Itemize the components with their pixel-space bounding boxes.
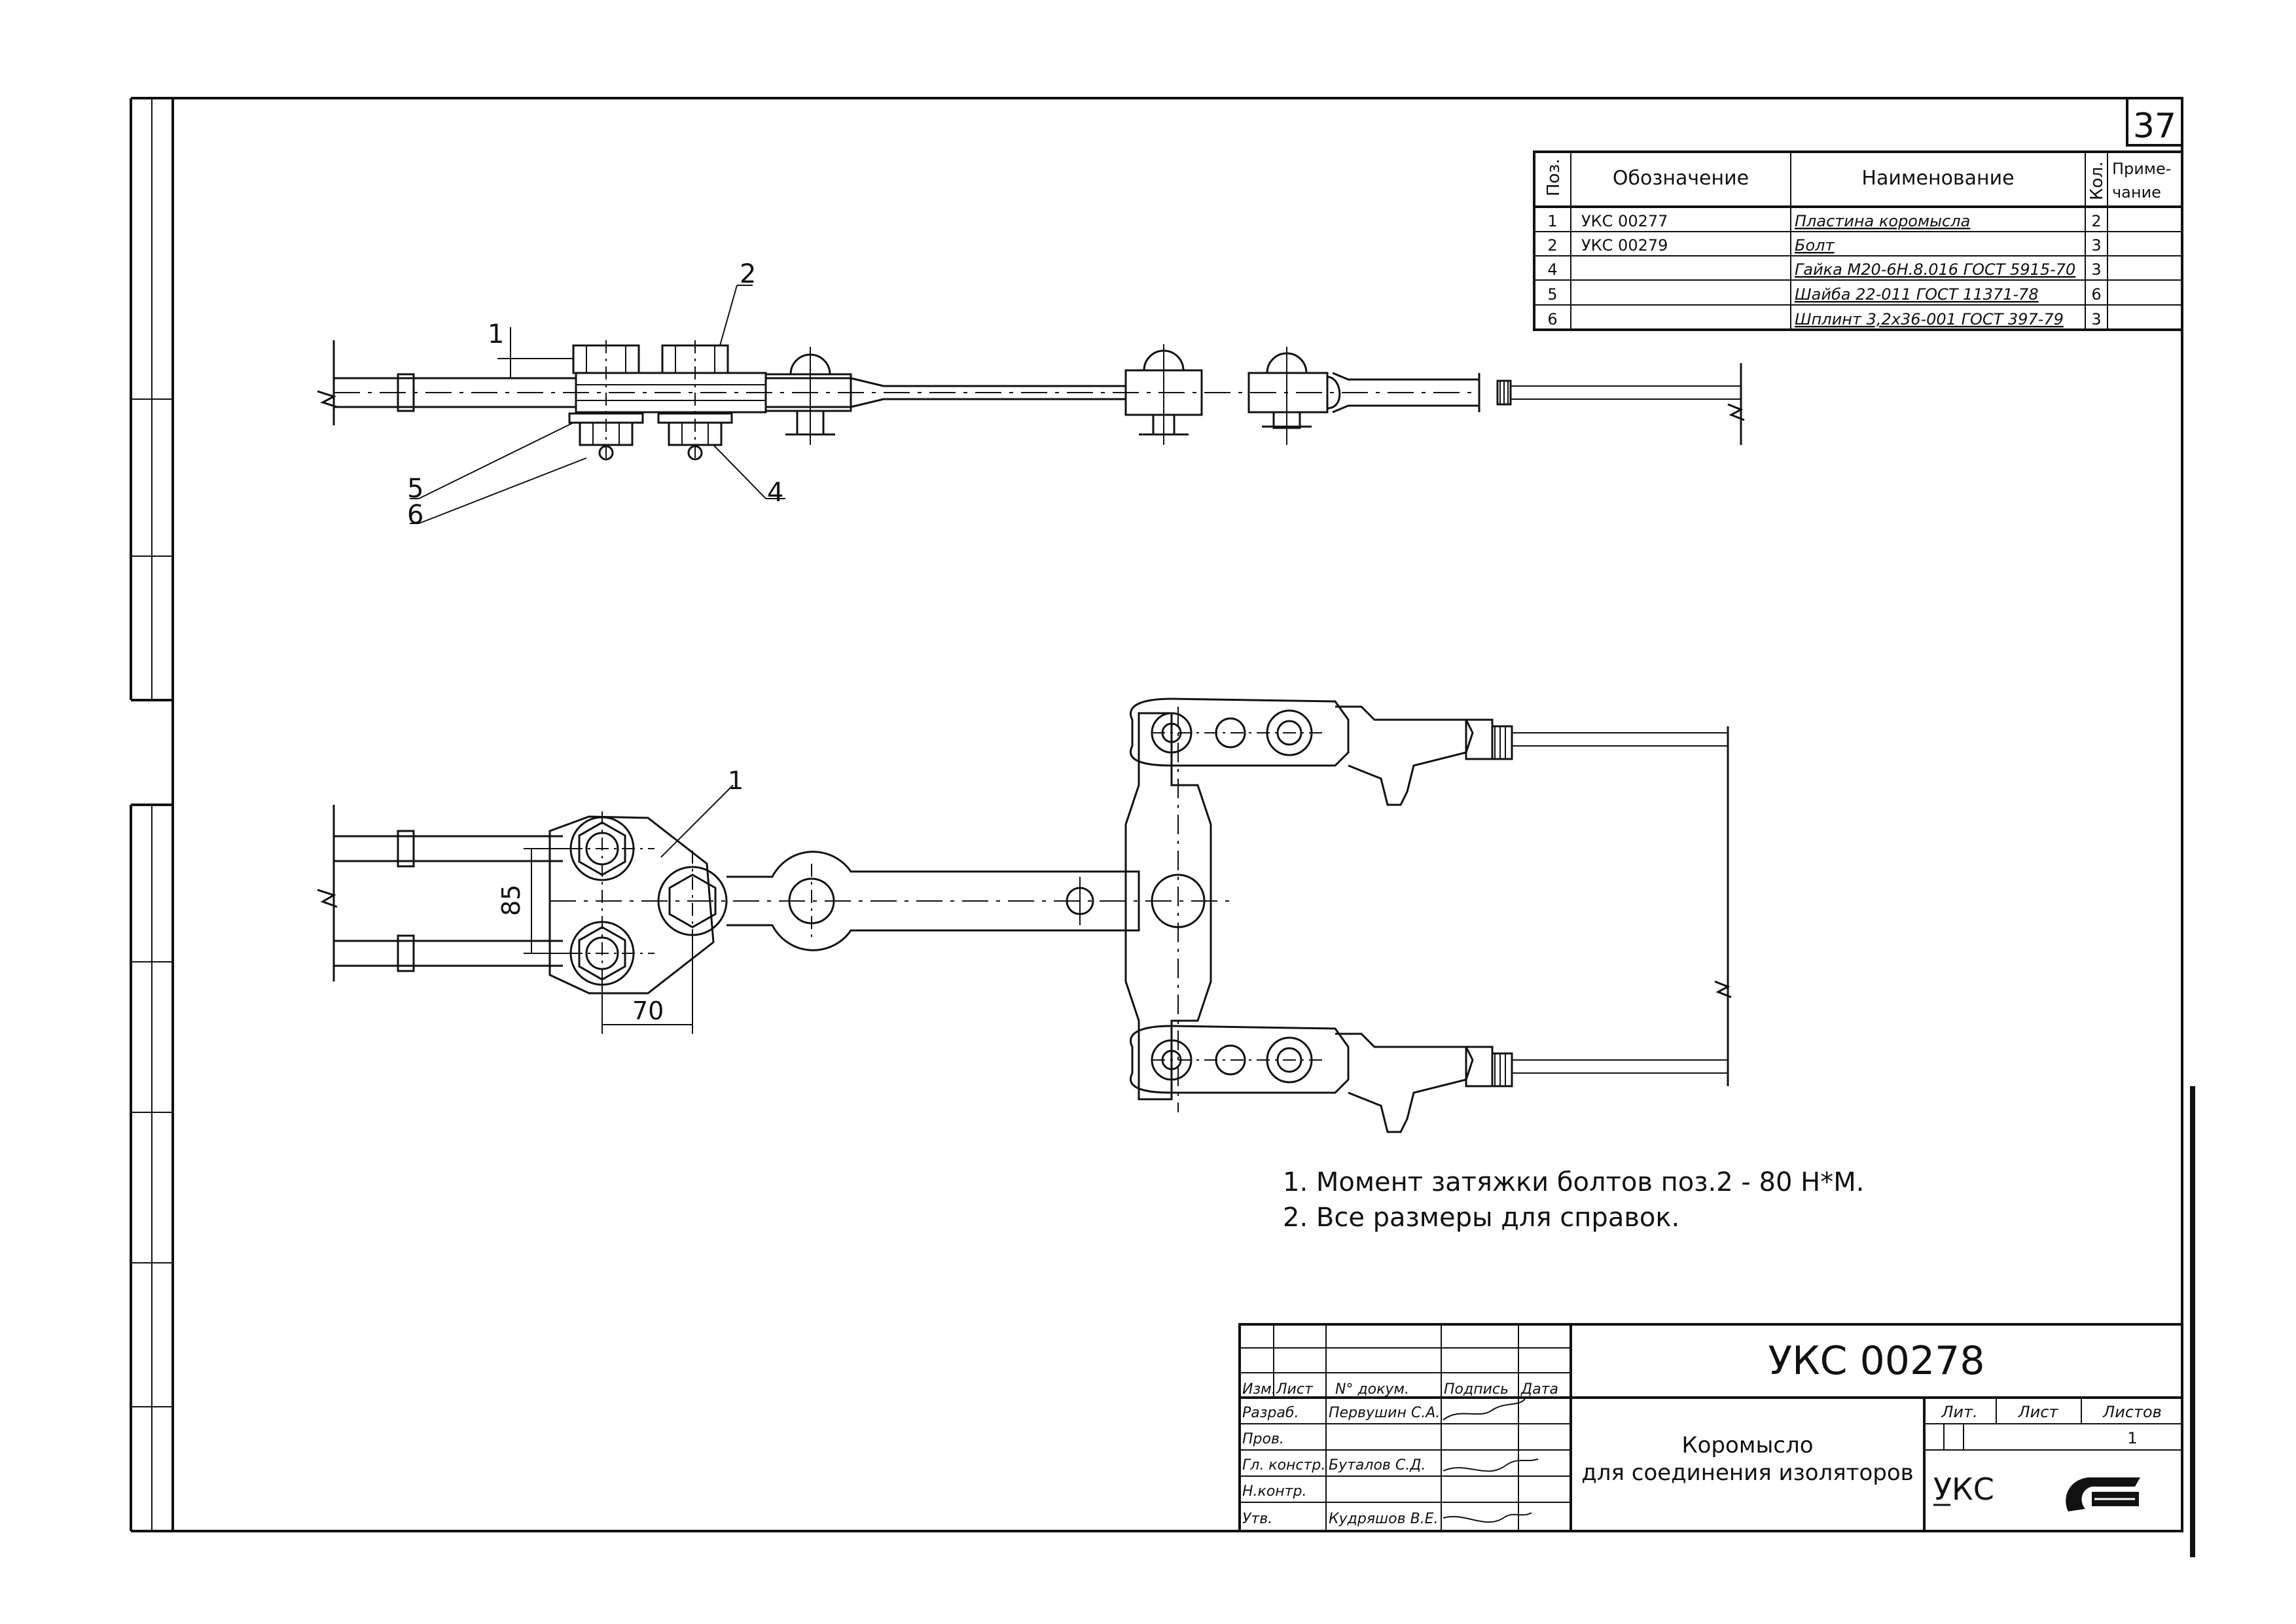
tb-role-name: Первушин С.А. bbox=[1329, 1405, 1440, 1421]
callout-2: 2 bbox=[740, 259, 756, 289]
spec-cell-qty: 3 bbox=[2091, 310, 2101, 328]
table-row: 6 Шплинт 3,2х36-001 ГОСТ 397-79 3 bbox=[1547, 310, 2101, 328]
spec-cell-name: Шплинт 3,2х36-001 ГОСТ 397-79 bbox=[1795, 310, 2064, 328]
table-row: 1 УКС 00277 Пластина коромысла 2 bbox=[1547, 212, 2101, 230]
note-2: 2. Все размеры для справок. bbox=[1283, 1203, 1679, 1233]
notes: 1. Момент затяжки болтов поз.2 - 80 Н*М.… bbox=[1283, 1167, 1864, 1233]
spec-cell-designation: УКС 00277 bbox=[1581, 212, 1668, 230]
spec-header-note-2: чание bbox=[2112, 183, 2161, 202]
tb-title-line1: Коромысло bbox=[1681, 1432, 1813, 1458]
tb-sheet-label: Лист bbox=[2018, 1403, 2059, 1421]
plan-view bbox=[317, 697, 1732, 1133]
spec-cell-name: Пластина коромысла bbox=[1795, 212, 1970, 230]
spec-cell-pos: 2 bbox=[1547, 236, 1557, 255]
elevation-callouts: 1 2 4 5 6 bbox=[407, 259, 783, 530]
spec-header-note-1: Приме- bbox=[2112, 160, 2171, 178]
spec-cell-pos: 4 bbox=[1547, 260, 1557, 279]
tb-role-label: Гл. констр. bbox=[1242, 1457, 1325, 1474]
spec-cell-name: Гайка М20-6Н.8.016 ГОСТ 5915-70 bbox=[1795, 260, 2075, 279]
spec-cell-qty: 3 bbox=[2091, 260, 2101, 279]
spec-cell-qty: 6 bbox=[2091, 285, 2101, 304]
tb-role-label: Пров. bbox=[1242, 1431, 1284, 1447]
tb-title-line2: для соединения изоляторов bbox=[1581, 1460, 1913, 1486]
spec-table: Поз. Обозначение Наименование Кол. Приме… bbox=[1533, 150, 2183, 331]
tb-role-name: Кудряшов В.Е. bbox=[1329, 1511, 1439, 1527]
tb-sheets-value: 1 bbox=[2127, 1429, 2137, 1447]
tb-header-list: Лист bbox=[1276, 1381, 1314, 1398]
spec-cell-name: Шайба 22-011 ГОСТ 11371-78 bbox=[1795, 285, 2039, 304]
tb-lit-label: Лит. bbox=[1941, 1403, 1977, 1421]
tb-role-name: Буталов С.Д. bbox=[1329, 1457, 1426, 1474]
tb-header-date: Дата bbox=[1520, 1381, 1558, 1398]
tb-header-izm: Изм. bbox=[1242, 1381, 1276, 1398]
callout-4: 4 bbox=[767, 478, 783, 508]
plan-labels: 85 70 1 bbox=[497, 766, 744, 1025]
dimension-70: 70 bbox=[632, 997, 664, 1025]
sheet-frame bbox=[130, 97, 2195, 1557]
dimension-85: 85 bbox=[497, 885, 526, 916]
spec-cell-qty: 2 bbox=[2091, 212, 2101, 230]
tb-sheets-label: Листов bbox=[2102, 1403, 2162, 1421]
callout-5: 5 bbox=[407, 474, 423, 504]
spec-cell-designation: УКС 00279 bbox=[1581, 236, 1668, 255]
title-block: Изм. Лист N° докум. Подпись Дата Разраб.… bbox=[1238, 1323, 2183, 1532]
elevation-view bbox=[317, 285, 1745, 524]
tb-role-label: Н.контр. bbox=[1242, 1483, 1306, 1500]
table-row: 5 Шайба 22-011 ГОСТ 11371-78 6 bbox=[1547, 285, 2101, 304]
tb-org: УКС bbox=[1933, 1472, 1994, 1507]
note-1: 1. Момент затяжки болтов поз.2 - 80 Н*М. bbox=[1283, 1167, 1864, 1197]
sheet-number: 37 bbox=[2133, 107, 2176, 146]
callout-6: 6 bbox=[407, 500, 423, 530]
tb-role-label: Разраб. bbox=[1242, 1405, 1299, 1421]
spec-header-pos: Поз. bbox=[1544, 158, 1564, 196]
tb-doc-code: УКС 00278 bbox=[1768, 1338, 1985, 1384]
signatures bbox=[1443, 1398, 1539, 1523]
tb-role-label: Утв. bbox=[1242, 1511, 1272, 1527]
spec-header-name: Наименование bbox=[1861, 167, 2014, 190]
table-row: 4 Гайка М20-6Н.8.016 ГОСТ 5915-70 3 bbox=[1547, 260, 2101, 279]
spec-rows: 1 УКС 00277 Пластина коромысла 2 2 УКС 0… bbox=[1547, 212, 2101, 328]
company-logo bbox=[2066, 1477, 2140, 1511]
tb-header-ndoc: N° докум. bbox=[1335, 1381, 1409, 1398]
sheet-number-box: 37 bbox=[2126, 97, 2183, 147]
tb-header-sign: Подпись bbox=[1444, 1381, 1509, 1398]
callout-1: 1 bbox=[488, 319, 504, 349]
spec-header-designation: Обозначение bbox=[1613, 167, 1749, 190]
spec-cell-name: Болт bbox=[1795, 236, 1835, 255]
table-row: 2 УКС 00279 Болт 3 bbox=[1547, 236, 2101, 255]
spec-cell-pos: 6 bbox=[1547, 310, 1557, 328]
spec-cell-qty: 3 bbox=[2091, 236, 2101, 255]
spec-header-qty: Кол. bbox=[2087, 162, 2107, 200]
spec-cell-pos: 1 bbox=[1547, 212, 1557, 230]
tb-roles: Разраб. Первушин С.А. Пров. Гл. констр. … bbox=[1242, 1405, 1440, 1527]
spec-cell-pos: 5 bbox=[1547, 285, 1557, 304]
callout-1-plan: 1 bbox=[728, 766, 744, 795]
